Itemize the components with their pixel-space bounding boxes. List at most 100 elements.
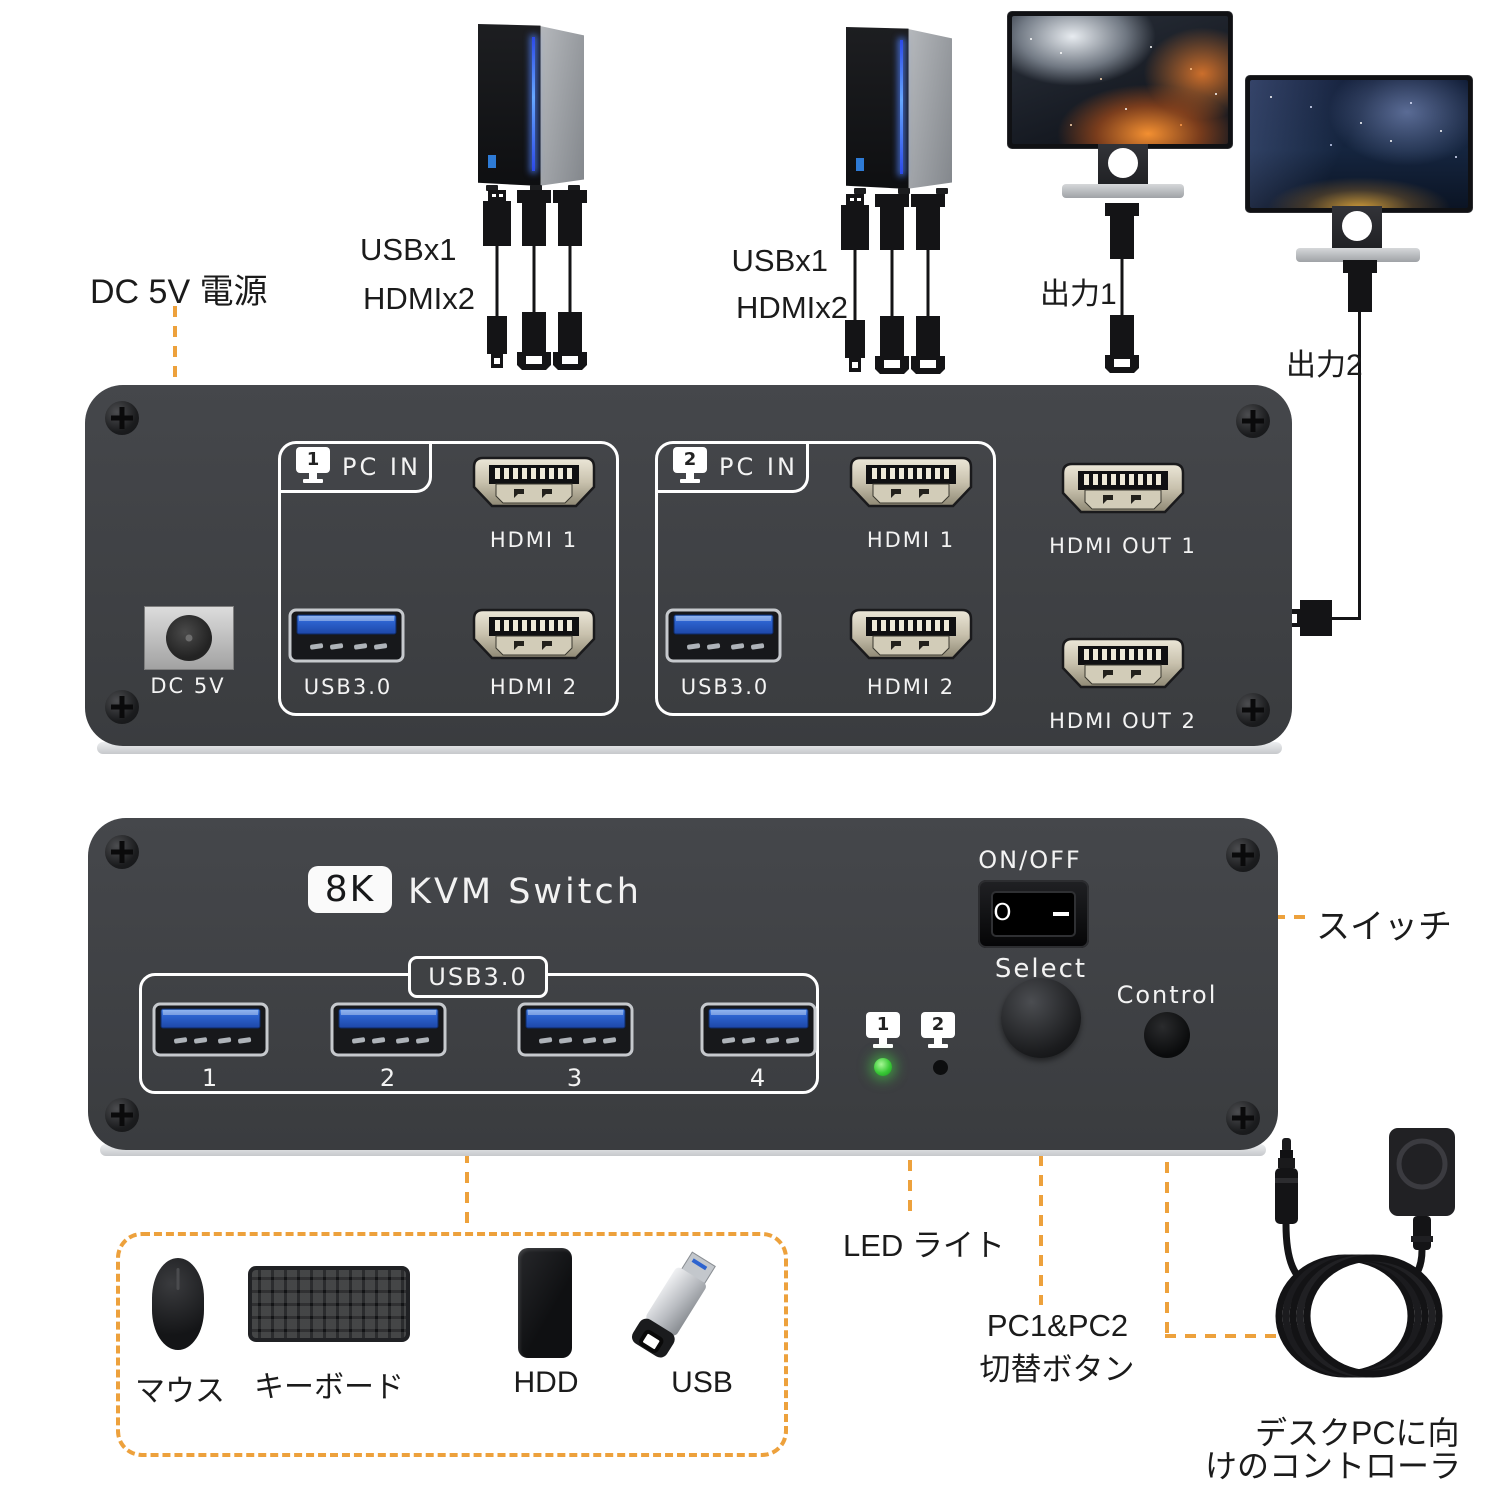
- dc-5v-jack: [144, 606, 234, 670]
- control-button[interactable]: [1144, 1012, 1190, 1058]
- pc1-led-strip: [532, 36, 536, 172]
- pc2-hdmi1-label: HDMI 1: [866, 528, 956, 552]
- screw-icon: [105, 690, 139, 724]
- monitor-icon-number: 1: [866, 1012, 900, 1038]
- output1-cable-icon: [1105, 203, 1139, 373]
- monitor-icon-number: 2: [673, 447, 707, 473]
- pc2-hdmi-count-label: HDMIx2: [736, 290, 848, 325]
- pc2-usb-label: USB3.0: [680, 675, 770, 699]
- monitor-1-icon: 1: [296, 447, 330, 483]
- led-2-off-light: [933, 1060, 948, 1075]
- pc1-logo: [487, 155, 496, 169]
- pc1-hdmi-count-label: HDMIx2: [363, 281, 475, 316]
- usb-port-icon: [517, 1002, 634, 1057]
- led-monitor-1-icon: 1: [866, 1012, 900, 1048]
- monitor-2-stand: [1332, 206, 1382, 254]
- keyboard-icon: [248, 1266, 410, 1342]
- kvm-back-panel: DC 5V 1 PC IN HDMI 1 USB3.0 HDMI 2 2 PC …: [85, 385, 1292, 746]
- monitor-icon-number: 1: [296, 447, 330, 473]
- hdmi-port-icon: [1061, 462, 1185, 514]
- front-usb-group-tab: USB3.0: [408, 956, 548, 998]
- screw-icon: [1236, 404, 1270, 438]
- mouse-label: マウス: [135, 1375, 225, 1408]
- usb-group-dashed-line: [465, 1092, 469, 1230]
- usb-port-icon: [288, 608, 405, 663]
- controller-annotation-line1: デスクPCに向: [1255, 1415, 1460, 1451]
- hdmi-port-icon: [849, 608, 973, 660]
- hdmi-port-icon: [472, 608, 596, 660]
- hdmi-port-icon: [472, 456, 596, 508]
- hdd-icon: [518, 1248, 572, 1358]
- usb-port-4-number: 4: [749, 1064, 768, 1092]
- led-1-green-light: [874, 1058, 892, 1076]
- mouse-icon: [152, 1258, 204, 1350]
- screw-icon: [105, 401, 139, 435]
- pc2-hdmi2-label: HDMI 2: [866, 675, 956, 699]
- pc1-side-panel: [538, 25, 584, 186]
- monitor-1-base: [1062, 184, 1184, 198]
- pc2-in-title: PC IN: [719, 453, 798, 481]
- output2-side-plug-icon: [1286, 600, 1332, 636]
- usb-port-icon: [330, 1002, 447, 1057]
- switch-label: スイッチ: [1316, 908, 1452, 946]
- pc1-usb-label: USB3.0: [303, 675, 393, 699]
- monitor-1-stand: [1098, 144, 1148, 190]
- wired-controller-icon: [1275, 1128, 1455, 1378]
- control-dashed-line-h: [1165, 1334, 1287, 1338]
- monitor-2-base: [1296, 248, 1420, 262]
- dc-5v-port-label: DC 5V: [150, 674, 226, 698]
- output2-label: 出力2: [1286, 349, 1363, 382]
- pc2-logo: [855, 158, 864, 172]
- pc2-led-strip: [900, 39, 904, 175]
- usb-port-icon: [700, 1002, 817, 1057]
- hdmi-out1-label: HDMI OUT 1: [1049, 534, 1197, 558]
- monitor-2-screen: [1250, 80, 1468, 208]
- power-rocker-switch[interactable]: O: [978, 880, 1089, 948]
- usb-port-2-number: 2: [379, 1064, 398, 1092]
- hdmi-port-icon: [849, 456, 973, 508]
- output2-cable-horizontal: [1330, 617, 1360, 620]
- hdmi-port-icon: [1061, 637, 1185, 689]
- monitor-2-icon: 2: [673, 447, 707, 483]
- screw-icon: [105, 1098, 139, 1132]
- pc2-in-group-tab: [658, 444, 809, 493]
- product-title: KVM Switch: [408, 872, 642, 912]
- output2-plug-icon: [1343, 260, 1377, 312]
- rocker-o-symbol: O: [993, 899, 1012, 926]
- screw-icon: [1226, 838, 1260, 872]
- usb-port-icon: [152, 1002, 269, 1057]
- output2-cable-vertical: [1358, 310, 1361, 620]
- screw-icon: [1226, 1101, 1260, 1135]
- controller-annotation-line2: けのコントローラ: [1205, 1448, 1462, 1484]
- pc1-in-title: PC IN: [342, 453, 421, 481]
- monitor-1-screen: [1012, 16, 1228, 144]
- pc2-usb-count-label: USBx1: [731, 243, 828, 278]
- dc-power-label: DC 5V 電源: [90, 273, 268, 311]
- 8k-badge: 8K: [308, 866, 392, 913]
- select-dashed-line: [1039, 1075, 1043, 1305]
- pc-tower-1: [478, 24, 584, 191]
- select-annotation-line2: 切替ボタン: [979, 1352, 1135, 1387]
- monitor-1: [1008, 12, 1232, 148]
- led-annotation-label: LED ライト: [843, 1228, 1005, 1263]
- pc1-usb-count-label: USBx1: [360, 232, 457, 267]
- pc2-side-panel: [906, 28, 952, 189]
- screw-icon: [1236, 693, 1270, 727]
- usb-label: USB: [671, 1366, 733, 1399]
- monitor-2: [1246, 76, 1472, 212]
- pc-tower-2: [846, 27, 952, 194]
- pc1-hdmi1-label: HDMI 1: [489, 528, 579, 552]
- output1-label: 出力1: [1040, 278, 1117, 311]
- keyboard-label: キーボード: [254, 1371, 404, 1404]
- screw-icon: [105, 835, 139, 869]
- led-monitor-2-icon: 2: [921, 1012, 955, 1048]
- pc2-cable-bundle-icon: [841, 194, 945, 374]
- usb-port-1-number: 1: [201, 1064, 220, 1092]
- pc2-in-group-box: [655, 441, 996, 716]
- select-annotation-line1: PC1&PC2: [986, 1308, 1129, 1343]
- select-button[interactable]: [1001, 978, 1081, 1058]
- front-usb-tab-label: USB3.0: [428, 963, 528, 991]
- pc1-cable-bundle-icon: [483, 190, 587, 370]
- hdmi-out2-label: HDMI OUT 2: [1049, 709, 1197, 733]
